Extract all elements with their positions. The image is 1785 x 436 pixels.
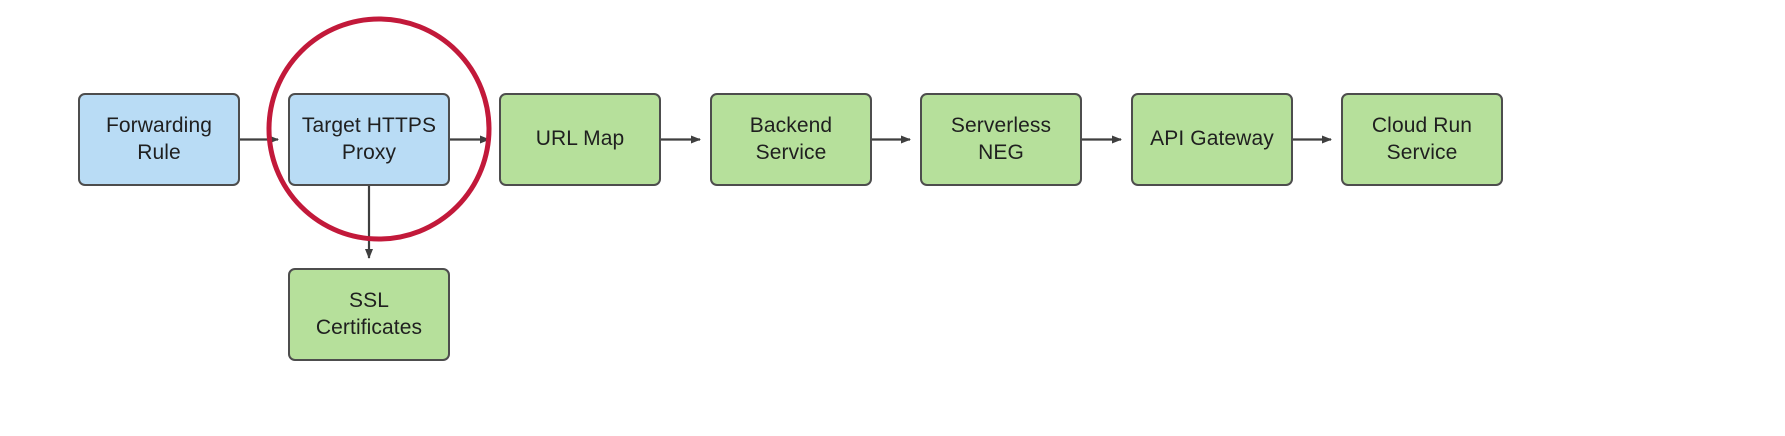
node-api-gateway[interactable]: API Gateway [1131, 93, 1293, 186]
node-serverless-neg[interactable]: Serverless NEG [920, 93, 1082, 186]
node-label: API Gateway [1150, 127, 1274, 151]
node-label: Forwarding Rule [105, 113, 213, 164]
node-cloud-run-service[interactable]: Cloud Run Service [1341, 93, 1503, 186]
node-backend-service[interactable]: Backend Service [710, 93, 872, 186]
node-forwarding-rule[interactable]: Forwarding Rule [78, 93, 240, 186]
node-label: Target HTTPS Proxy [301, 113, 437, 164]
node-label: SSL Certificates [315, 288, 423, 339]
node-label: Backend Service [749, 113, 833, 164]
node-label: Serverless NEG [950, 113, 1052, 164]
node-target-https-proxy[interactable]: Target HTTPS Proxy [288, 93, 450, 186]
node-label: Cloud Run Service [1371, 113, 1473, 164]
node-label: URL Map [535, 127, 625, 151]
node-ssl-certificates[interactable]: SSL Certificates [288, 268, 450, 361]
node-url-map[interactable]: URL Map [499, 93, 661, 186]
